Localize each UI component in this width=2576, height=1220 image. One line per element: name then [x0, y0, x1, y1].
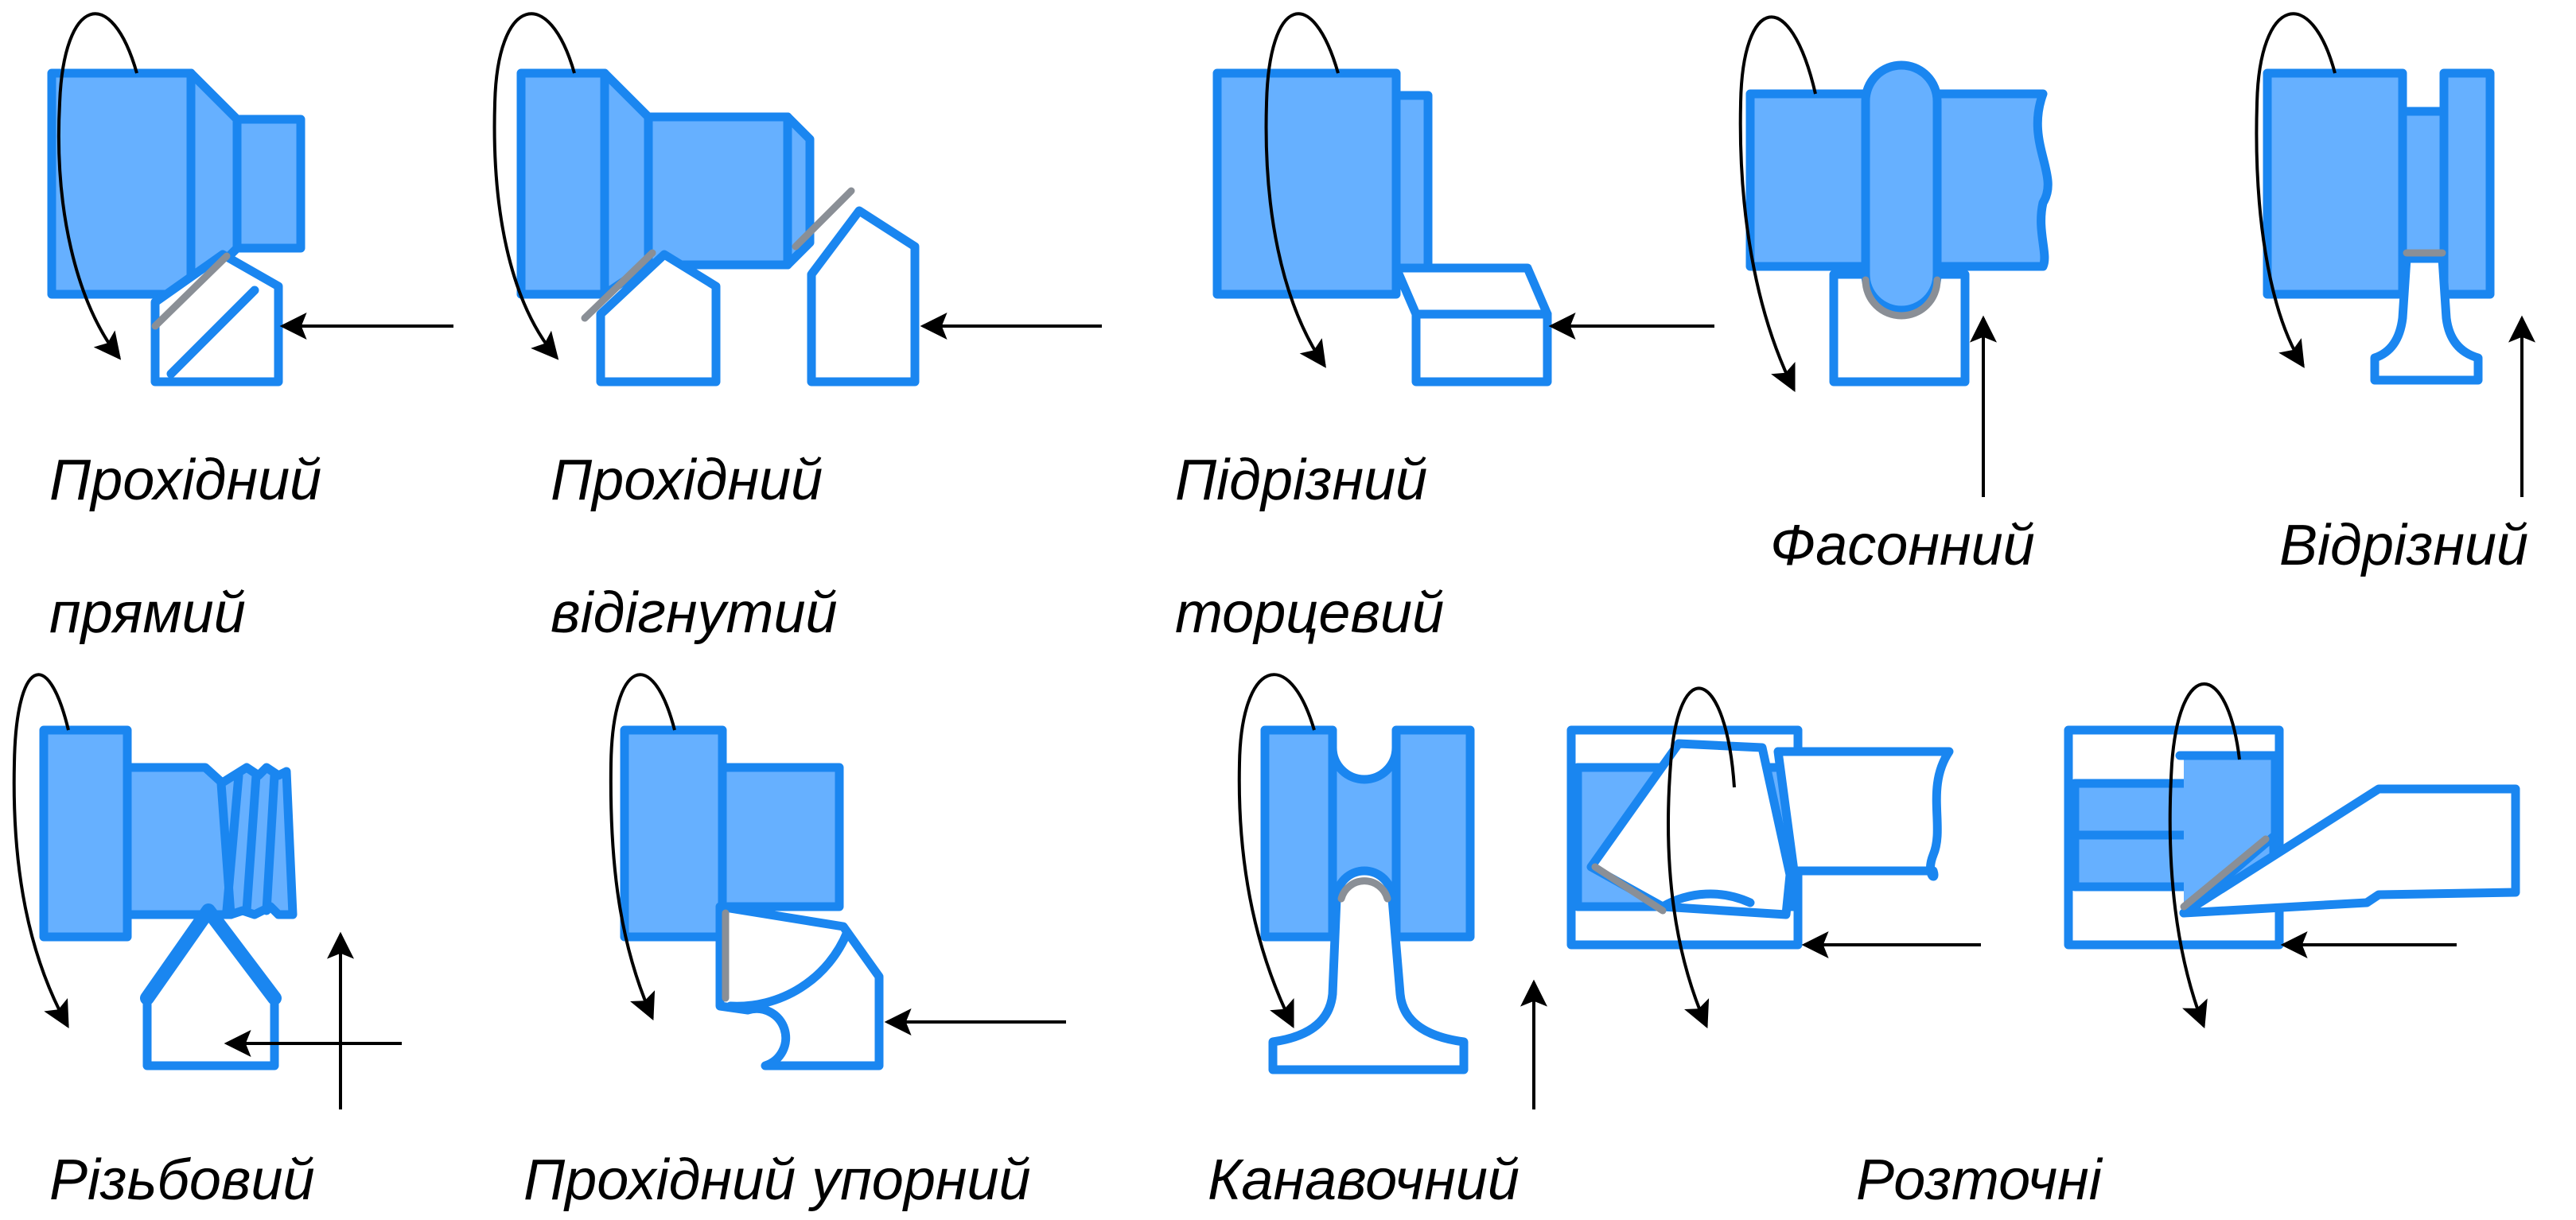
workpiece-body: [2263, 68, 2495, 299]
form-tool-figure: [1745, 60, 2053, 387]
thread-line: [242, 771, 261, 915]
label-boring-tools: Розточні: [1856, 1148, 2102, 1212]
boring-bar-shank: [1773, 747, 1954, 881]
tool-chamfer-line: [166, 286, 259, 379]
boring-cutting-tip: [2184, 756, 2275, 913]
label-facing-line2: торцевий: [1175, 581, 1445, 645]
workpiece-form-profile: [1861, 60, 1942, 317]
tool-cutting-edge: [151, 252, 231, 330]
tool-cutting-edge: [2180, 835, 2270, 911]
shoulder-turning-tool-figure: [620, 725, 884, 1070]
boring-tool-left-figure: [1566, 725, 1954, 950]
facing-tool-figure: [1212, 68, 1552, 387]
thread-line: [262, 771, 279, 915]
tool-cutting-edge: [1591, 863, 1667, 915]
grooving-tool-figure: [1260, 725, 1475, 1074]
label-parting-tool: Відрізний: [2279, 514, 2529, 577]
workpiece-body: [39, 725, 235, 942]
label-form-tool: Фасонний: [1770, 514, 2035, 577]
workpiece-body: [516, 68, 815, 299]
rotation-arrow: [1667, 686, 1736, 1029]
boring-bar: [2179, 784, 2520, 918]
label-straight-turning-line1: Прохідний: [49, 449, 322, 512]
tool-cutting-edge: [792, 187, 855, 251]
bent-turning-tool-figure: [516, 68, 920, 387]
label-bent-turning-line2: відігнутий: [551, 581, 838, 645]
cutting-tool-left: [596, 250, 721, 387]
rotation-arrow: [2255, 12, 2337, 368]
label-facing-line1: Підрізний: [1175, 449, 1428, 512]
tool-cutting-edge: [1862, 276, 1941, 320]
cutting-tool: [1391, 263, 1552, 387]
label-shoulder-turning-tool: Прохідний упорний: [523, 1148, 1031, 1212]
label-straight-turning-line2: прямий: [49, 581, 246, 645]
rotation-arrow: [2168, 682, 2241, 1029]
grooving-blade: [1268, 866, 1469, 1074]
thread-line: [222, 771, 243, 915]
cutting-tool: [150, 250, 283, 387]
rotation-arrow: [1237, 673, 1316, 1029]
parting-tool-figure: [2263, 68, 2495, 385]
rotation-arrow: [1738, 15, 1817, 393]
tool-face-line: [726, 927, 852, 1011]
parting-blade: [2370, 254, 2483, 385]
workpiece-body: [47, 68, 305, 299]
rotation-arrow: [609, 673, 676, 1021]
tool-cutting-edge: [1337, 877, 1391, 903]
workpiece-body: [620, 725, 844, 942]
boring-tool-right-figure: [2064, 725, 2520, 950]
tool-cutting-edge: [581, 249, 656, 322]
label-grooving-tool: Канавочний: [1208, 1148, 1520, 1212]
label-bent-turning-line1: Прохідний: [551, 449, 823, 512]
cutting-tool-right: [807, 206, 920, 387]
rotation-arrow: [492, 12, 576, 360]
label-threading-tool: Різьбовий: [49, 1148, 315, 1212]
straight-turning-tool-figure: [47, 68, 305, 387]
rotation-arrow: [56, 12, 138, 360]
rotation-arrow: [12, 673, 70, 1028]
rotation-arrow: [1264, 12, 1340, 368]
tool-cutting-edge: [140, 903, 282, 1005]
threading-tool-figure: [39, 725, 298, 1070]
